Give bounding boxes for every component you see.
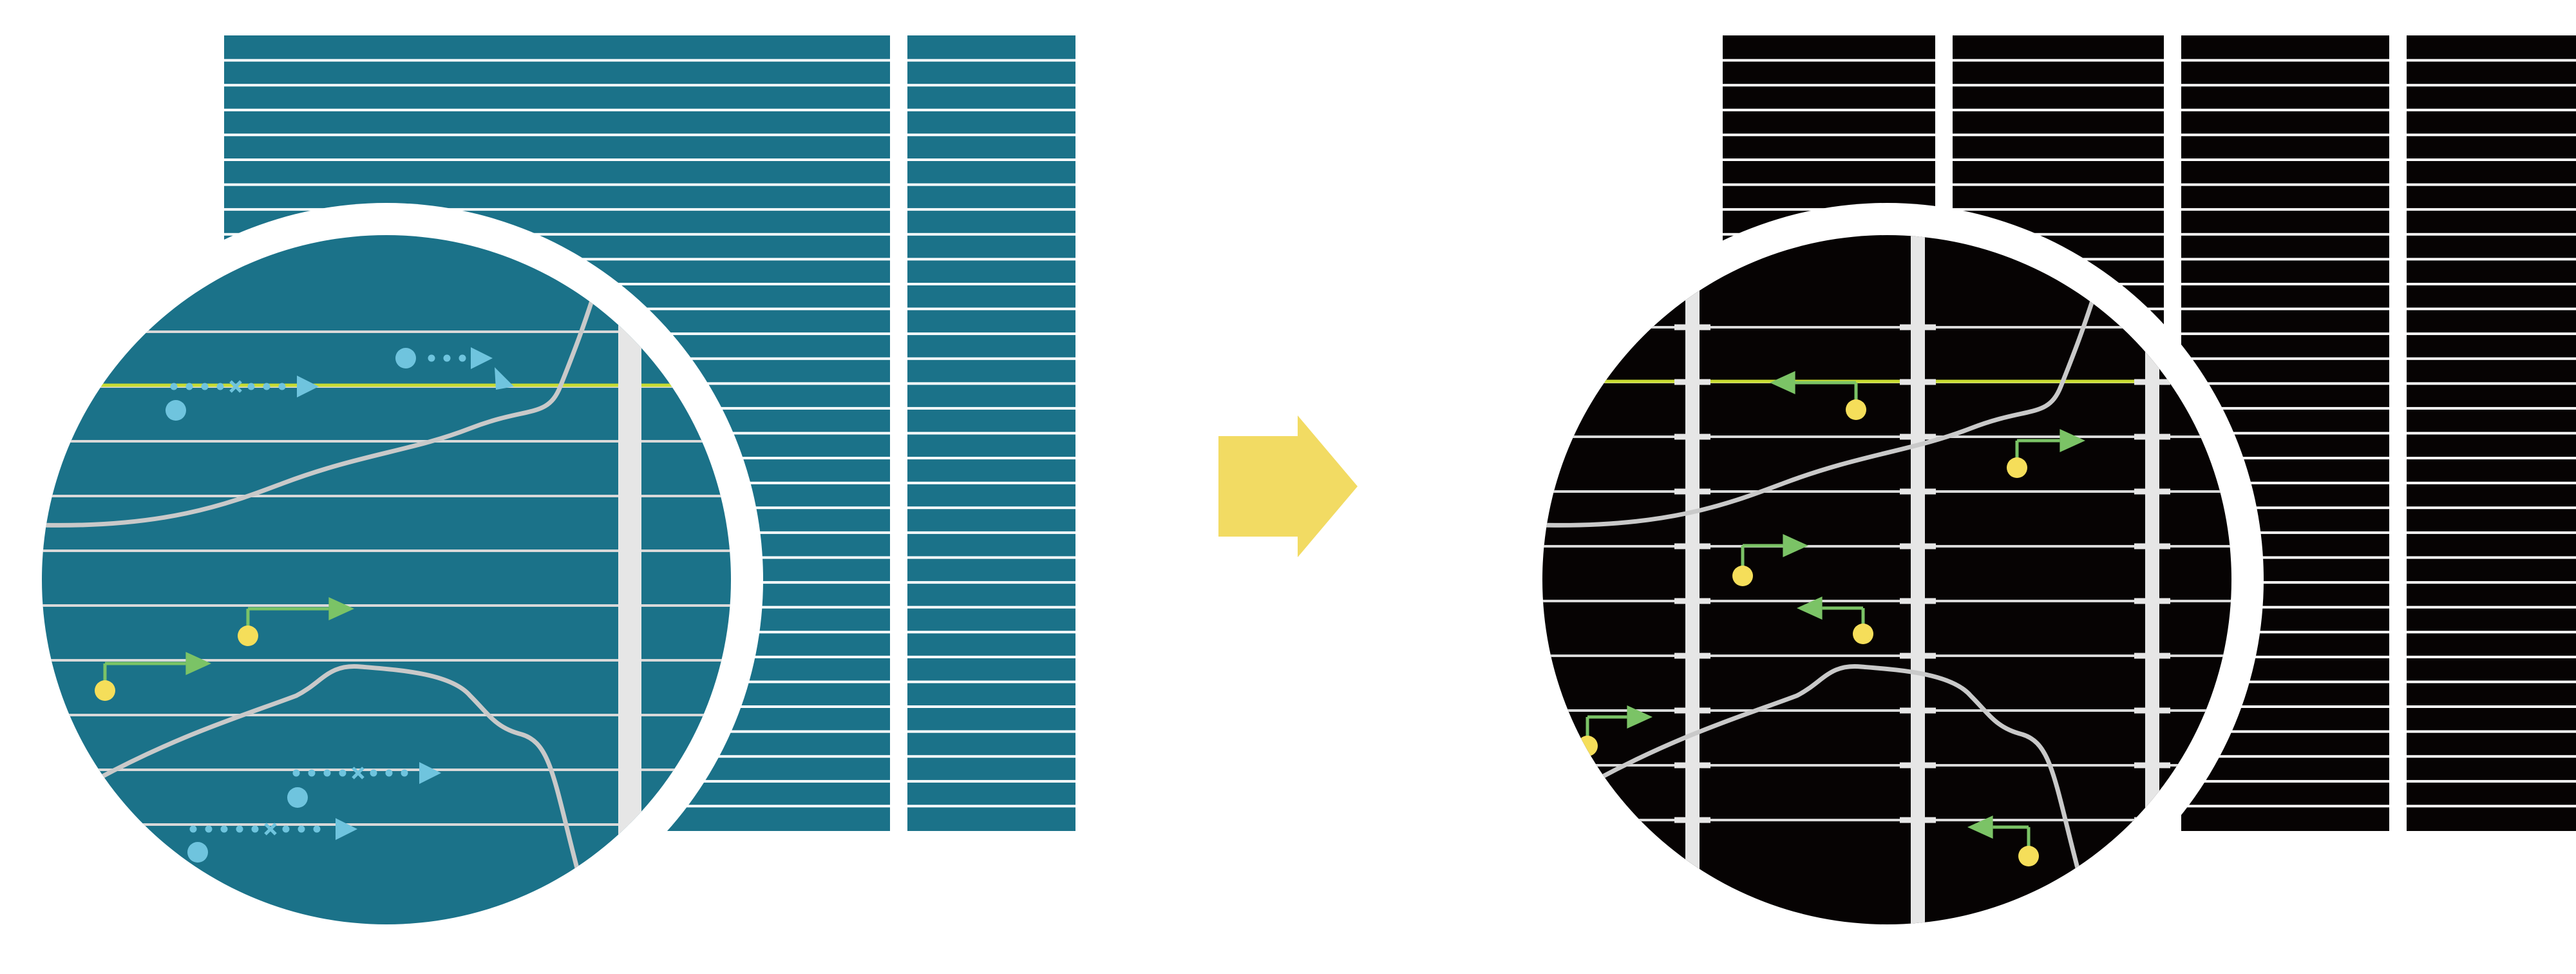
dotted-trail-dot [170, 383, 178, 390]
dotted-trail-dot [247, 383, 255, 390]
vertical-divider [2145, 235, 2159, 924]
cyan-arrow-head [471, 347, 493, 369]
dotted-trail-dot [443, 354, 451, 362]
dotted-trail-dot [189, 825, 197, 833]
cyan-dot [166, 400, 186, 421]
dotted-trail-dot [401, 769, 408, 777]
dotted-trail-dot [292, 769, 300, 777]
dotted-trail-dot [282, 825, 290, 833]
arrow-head [185, 652, 211, 675]
cyan-arrow-head [297, 376, 319, 397]
curve [1596, 664, 2089, 902]
vertical-divider [1911, 235, 1925, 924]
curve [1542, 256, 2108, 528]
dotted-trail-dot [313, 825, 321, 833]
dotted-trail-dot [205, 825, 213, 833]
curve [42, 256, 608, 528]
dotted-trail-dot [323, 769, 331, 777]
cyan-dot [287, 787, 308, 808]
dotted-trail-dot [308, 769, 316, 777]
lens-content [1542, 235, 2231, 924]
cyan-arrow-head [495, 367, 514, 390]
vertical-divider [1685, 235, 1700, 924]
dotted-trail-dot [236, 825, 243, 833]
yellow-dot [95, 680, 115, 701]
arrow-head [1627, 705, 1653, 729]
dotted-trail-dot [385, 769, 393, 777]
cyan-arrow-head [419, 762, 441, 784]
arrow-head [1770, 371, 1795, 394]
cross-mark [229, 380, 242, 393]
yellow-dot [2018, 846, 2039, 866]
cyan-dot [395, 348, 416, 368]
arrow-head [1783, 534, 1808, 557]
dotted-trail-dot [339, 769, 346, 777]
yellow-dot [1853, 624, 1873, 644]
lens-background [1542, 235, 2231, 924]
dotted-trail-dot [370, 769, 377, 777]
lens-background [42, 235, 731, 924]
dotted-trail-dot [428, 354, 435, 362]
cross-mark [264, 823, 277, 836]
yellow-dot [1846, 399, 1866, 420]
magnifier-lens-left [10, 203, 763, 957]
yellow-dot [1732, 566, 1753, 586]
dotted-trail-dot [216, 383, 224, 390]
dotted-trail-dot [459, 354, 466, 362]
dotted-trail-dot [298, 825, 305, 833]
curve [95, 664, 589, 902]
dotted-trail-dot [278, 383, 286, 390]
cyan-dot [187, 842, 208, 863]
dotted-trail-dot [185, 383, 193, 390]
right-arrow-icon [1218, 415, 1358, 557]
dotted-trail-dot [220, 825, 228, 833]
arrow-head [1967, 816, 1993, 839]
yellow-dot [2007, 457, 2027, 478]
dotted-trail-dot [201, 383, 209, 390]
arrow-head [328, 597, 354, 620]
arrow-head [2060, 429, 2085, 452]
dotted-trail-dot [263, 383, 270, 390]
dotted-trail-dot [251, 825, 259, 833]
cyan-arrow-head [336, 818, 357, 840]
vertical-divider [618, 235, 641, 924]
yellow-dot [238, 625, 258, 646]
magnifier-lens-right [1510, 203, 2264, 957]
cross-mark [352, 767, 365, 779]
lens-content [42, 235, 731, 924]
arrow-head [1797, 597, 1823, 620]
